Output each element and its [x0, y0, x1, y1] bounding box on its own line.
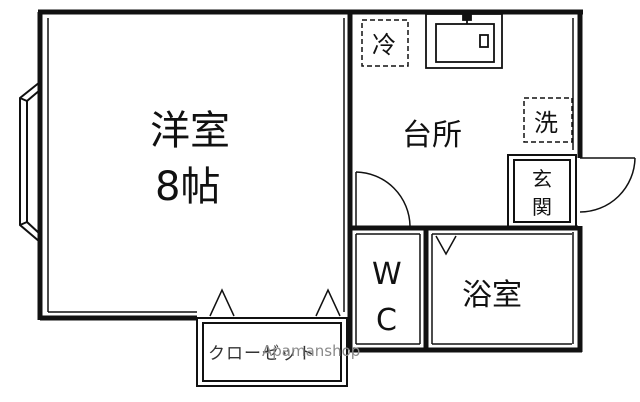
toilet-label-w: W [372, 257, 402, 292]
bay-window [19, 81, 41, 243]
outer-walls [37, 9, 583, 353]
entrance-box [507, 154, 577, 228]
watermark: Apamanshop [262, 342, 360, 360]
western-room-size: 8帖 [155, 164, 220, 210]
sink [425, 13, 503, 69]
washer-box [523, 97, 573, 143]
closet-label: クローゼット [208, 344, 316, 364]
washer-label: 洗 [534, 109, 558, 137]
closet-outline [196, 317, 348, 387]
western-room-label: 洋室 [150, 108, 230, 154]
bathroom-label: 浴室 [462, 278, 522, 313]
entrance-door [579, 157, 636, 213]
kitchen-door [355, 171, 411, 227]
entrance-label-bottom: 関 [532, 195, 552, 219]
entrance-label-top: 玄 [532, 167, 552, 191]
fridge-label: 冷 [372, 31, 396, 59]
bath-door [435, 235, 457, 256]
kitchen-label: 台所 [402, 118, 462, 153]
kitchen-thin [355, 233, 572, 345]
toilet-label-c: C [376, 303, 397, 338]
fridge-box [361, 19, 409, 67]
thin-walls [47, 18, 574, 344]
closet-doors [209, 288, 341, 317]
